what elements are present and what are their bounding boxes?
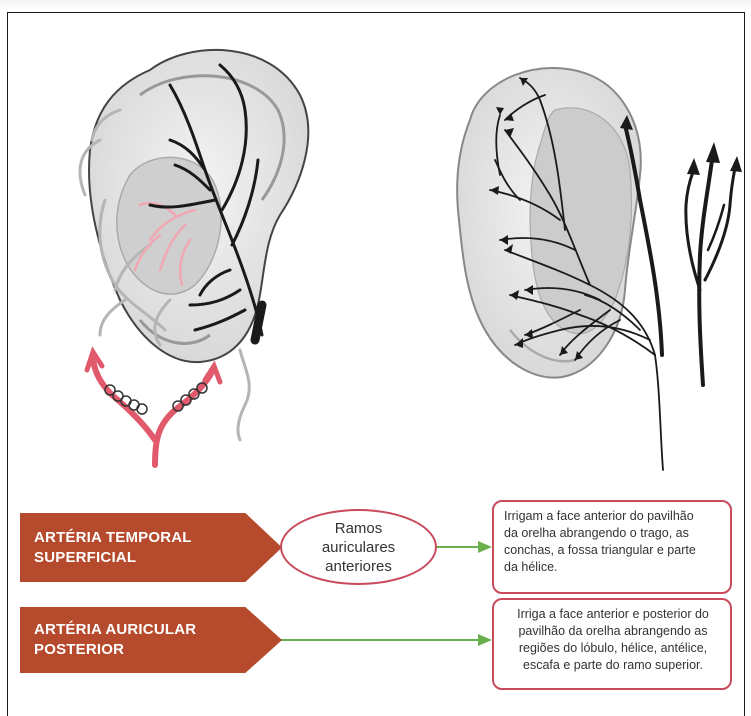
branch-line1: Ramos	[322, 519, 395, 538]
description-temporal-line1: Irrigam a face anterior do pavilhão	[504, 508, 722, 525]
artery-label-temporal-line1: ARTÉRIA TEMPORAL	[34, 528, 192, 548]
description-temporal-line2: da orelha abrangendo o trago, as	[504, 525, 722, 542]
artery-label-temporal-text: ARTÉRIA TEMPORAL SUPERFICIAL	[34, 528, 192, 568]
description-temporal-line4: da hélice.	[504, 559, 722, 576]
description-posterior-line3: regiões do lóbulo, hélice, antélice,	[504, 640, 722, 657]
branch-ellipse-anterior: Ramos auriculares anteriores	[280, 509, 437, 585]
description-posterior-line2: pavilhão da orelha abrangendo as	[504, 623, 722, 640]
left-ear	[80, 50, 308, 465]
branch-line2: auriculares	[322, 538, 395, 557]
artery-label-posterior-line1: ARTÉRIA AURICULAR	[34, 620, 196, 640]
branch-line3: anteriores	[322, 557, 395, 576]
right-ear	[457, 68, 742, 470]
description-box-temporal: Irrigam a face anterior do pavilhão da o…	[492, 500, 732, 594]
description-posterior-line4: escafa e parte do ramo superior.	[504, 657, 722, 674]
artery-label-temporal-line2: SUPERFICIAL	[34, 548, 192, 568]
connector-arrowhead-1	[478, 541, 492, 553]
left-posterior-auricular-artery	[87, 352, 220, 465]
artery-label-posterior-line2: POSTERIOR	[34, 640, 196, 660]
connector-arrowhead-2	[478, 634, 492, 646]
artery-label-posterior-text: ARTÉRIA AURICULAR POSTERIOR	[34, 620, 196, 660]
description-posterior-line1: Irriga a face anterior e posterior do	[504, 606, 722, 623]
description-box-posterior: Irriga a face anterior e posterior do pa…	[492, 598, 732, 690]
branch-ellipse-text: Ramos auriculares anteriores	[322, 519, 395, 576]
description-temporal-line3: conchas, a fossa triangular e parte	[504, 542, 722, 559]
artery-label-posterior-auricular: ARTÉRIA AURICULAR POSTERIOR	[20, 607, 282, 673]
artery-label-temporal-superficial: ARTÉRIA TEMPORAL SUPERFICIAL	[20, 513, 282, 582]
